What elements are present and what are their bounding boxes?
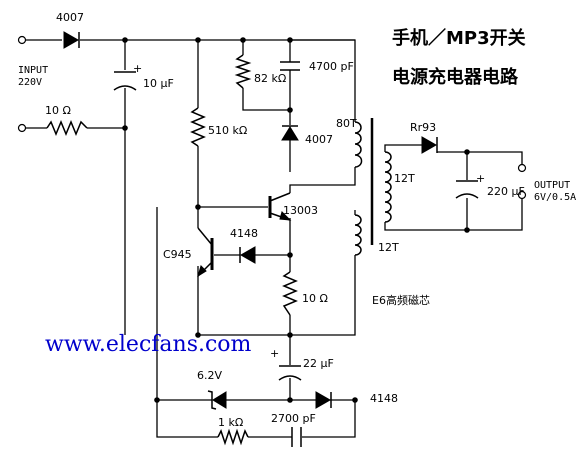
label-core: E6高频磁芯: [372, 293, 430, 307]
label-zener: 6.2V: [197, 369, 222, 382]
label-plus-c-output: +: [476, 172, 485, 185]
label-c-4700: 4700 pF: [309, 60, 354, 73]
input-terminal-bottom: [17, 123, 27, 133]
wires: [25, 39, 523, 438]
capacitor-2700pf: [291, 427, 302, 447]
label-output-line1: OUTPUT: [534, 180, 570, 191]
label-d-output: Rr93: [410, 121, 436, 134]
diode-4148-mid: [239, 246, 256, 264]
label-q-ctrl: C945: [163, 248, 192, 261]
label-c-output: 220 μF: [487, 185, 525, 198]
label-c-2700: 2700 pF: [271, 412, 316, 425]
label-d-input: 4007: [56, 11, 84, 24]
label-c-input: 10 μF: [143, 77, 174, 90]
label-q-main: 13003: [283, 204, 318, 217]
label-d-4148-mid: 4148: [230, 227, 258, 240]
output-terminal-top: [517, 163, 527, 173]
transistor-c945: [197, 227, 214, 278]
winding-secondary-12t: [384, 151, 392, 223]
resistor-1k: [217, 428, 249, 446]
label-plus-c-input: +: [133, 62, 142, 75]
output-terminal-bottom: [517, 190, 527, 200]
diode-output: [421, 136, 438, 154]
label-winding-secondary: 12T: [394, 172, 415, 185]
capacitor-220uf: [455, 180, 479, 199]
label-d-4148-bottom: 4148: [370, 392, 398, 405]
label-d-snubber: 4007: [305, 133, 333, 146]
label-winding-feedback: 12T: [378, 241, 399, 254]
transistor-13003: [268, 192, 292, 221]
capacitor-22uf: [278, 365, 302, 381]
title-line2: 电源充电器电路: [392, 66, 519, 88]
title-line1: 手机／MP3开关: [392, 27, 526, 49]
label-r-input: 10 Ω: [45, 104, 71, 117]
label-input-line1: INPUT: [18, 65, 48, 76]
label-r-1k: 1 kΩ: [218, 416, 243, 429]
resistor-10-ohm-input: [46, 120, 88, 136]
label-r-510k: 510 kΩ: [208, 124, 247, 137]
resistor-510k: [190, 107, 206, 147]
capacitor-4700pf: [280, 61, 300, 71]
label-winding-primary: 80T: [336, 117, 357, 130]
zener-6v2: [207, 390, 227, 410]
watermark-url: www.elecfans.com: [45, 332, 252, 357]
diode-4148-bottom: [315, 391, 332, 409]
label-c-22u: 22 μF: [303, 357, 334, 370]
capacitor-10uf: [113, 71, 137, 91]
diode-4007-snubber: [281, 125, 299, 141]
winding-feedback-12t: [354, 214, 362, 256]
resistor-10-ohm-emitter: [282, 271, 298, 316]
resistor-82k: [234, 54, 252, 89]
label-r-82k: 82 kΩ: [254, 72, 286, 85]
winding-primary-80t: [354, 121, 363, 168]
label-r-10: 10 Ω: [302, 292, 328, 305]
label-output-line2: 6V/0.5A: [534, 192, 576, 203]
diode-4007-input: [63, 31, 80, 49]
junctions: [17, 35, 527, 403]
input-terminal-top: [17, 35, 27, 45]
label-input-line2: 220V: [18, 77, 42, 88]
label-plus-c-22u: +: [270, 347, 279, 360]
